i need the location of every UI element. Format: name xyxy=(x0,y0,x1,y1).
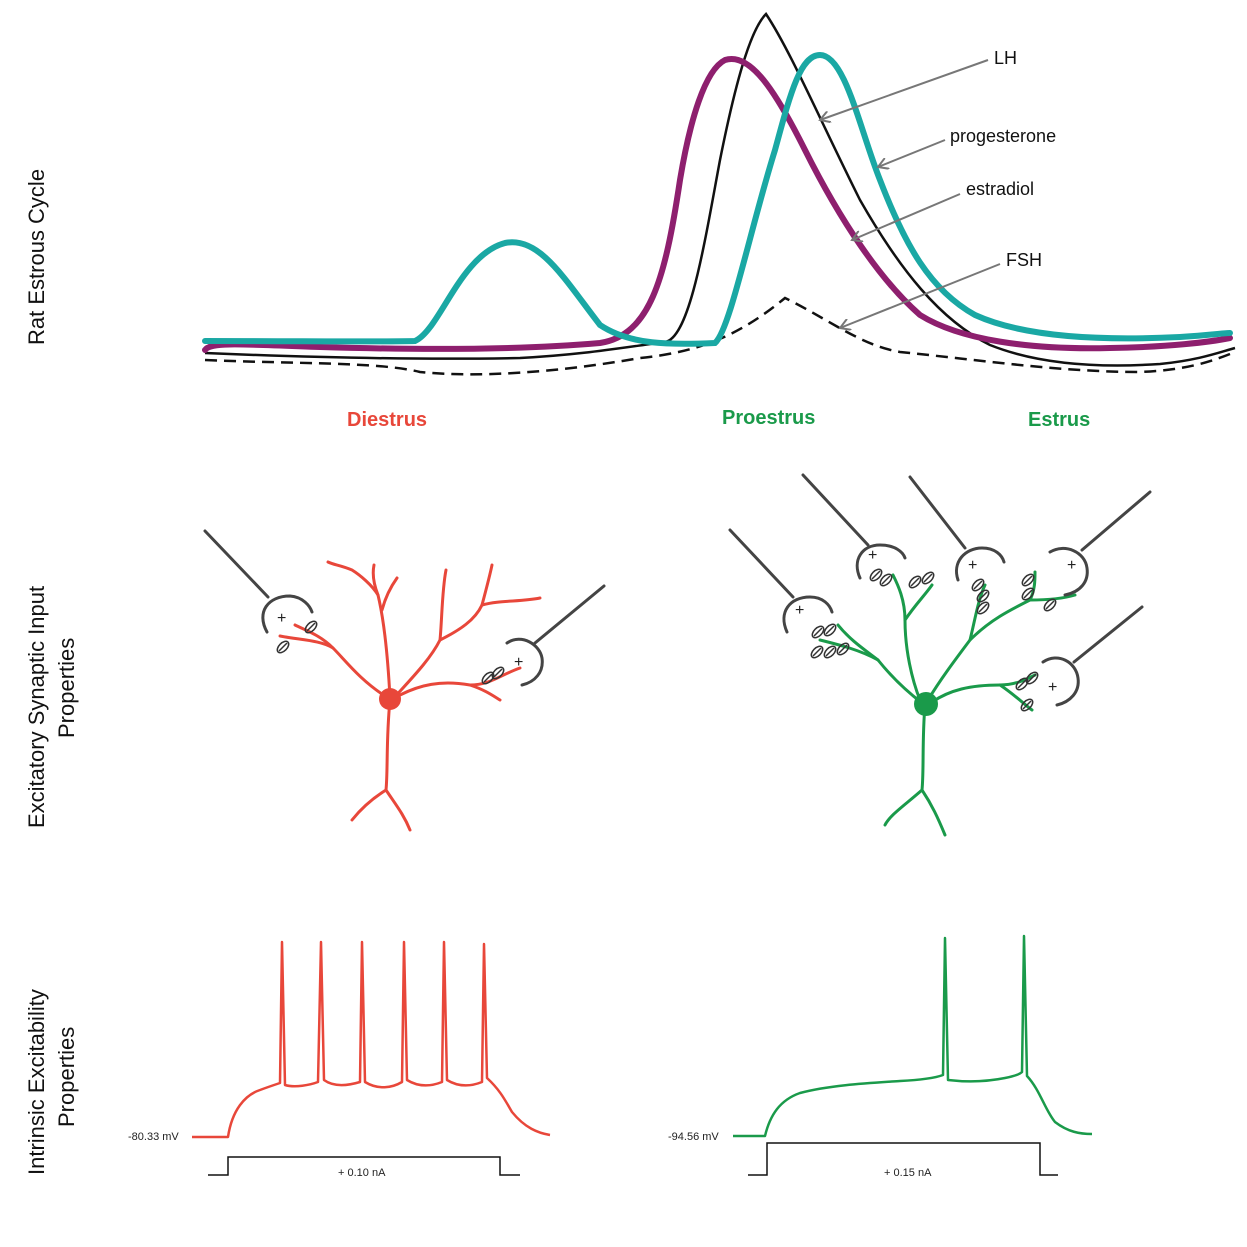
row-label-synaptic-1: Excitatory Synaptic Input xyxy=(24,586,49,828)
phase-diestrus: Diestrus xyxy=(347,409,427,431)
proestrus-synapse-plus-1: + xyxy=(795,602,804,619)
diestrus-soma xyxy=(379,688,401,710)
proestrus-soma xyxy=(914,692,938,716)
proestrus-voltage-trace xyxy=(733,934,1093,1138)
fsh-label: FSH xyxy=(1006,250,1042,270)
diestrus-vm-label: -80.33 mV xyxy=(128,1131,179,1143)
proestrus-neuron xyxy=(818,570,1077,837)
proestrus-electrodes xyxy=(728,473,1152,707)
diestrus-electrodes xyxy=(203,529,606,687)
estradiol-arrow xyxy=(852,193,961,240)
estradiol-curve xyxy=(202,55,1233,353)
proestrus-vm-label: -94.56 mV xyxy=(668,1131,719,1143)
row-label-excitability-1: Intrinsic Excitability xyxy=(24,989,49,1175)
fsh-arrow xyxy=(840,263,1001,328)
diestrus-voltage-trace xyxy=(192,940,551,1139)
proestrus-current-step xyxy=(748,1142,1058,1176)
diestrus-current-step xyxy=(208,1156,520,1176)
row-label-synaptic-2: Properties xyxy=(54,638,79,738)
phase-proestrus: Proestrus xyxy=(722,407,815,429)
progesterone-curve xyxy=(202,51,1233,347)
proestrus-synapse-plus-3: + xyxy=(968,557,977,574)
proestrus-synapses xyxy=(810,568,1057,712)
estradiol-label: estradiol xyxy=(966,179,1034,199)
lh-arrow xyxy=(820,59,989,120)
lh-label: LH xyxy=(994,48,1017,68)
diestrus-synapse-plus-2: + xyxy=(514,654,523,671)
fsh-curve xyxy=(204,296,1236,376)
row-label-estrous-cycle: Rat Estrous Cycle xyxy=(24,169,49,345)
diestrus-synapse-plus-1: + xyxy=(277,610,286,627)
progesterone-arrow xyxy=(878,139,946,167)
lh-curve xyxy=(204,12,1236,367)
proestrus-synapse-plus-2: + xyxy=(868,547,877,564)
hormone-labels: LH progesterone estradiol FSH xyxy=(820,48,1056,328)
diestrus-current-label: + 0.10 nA xyxy=(338,1167,386,1179)
hormone-curves xyxy=(202,12,1236,376)
diestrus-neuron xyxy=(278,560,542,832)
progesterone-label: progesterone xyxy=(950,126,1056,146)
proestrus-synapse-plus-5: + xyxy=(1048,679,1057,696)
proestrus-current-label: + 0.15 nA xyxy=(884,1167,932,1179)
proestrus-synapse-plus-4: + xyxy=(1067,557,1076,574)
row-label-excitability-2: Properties xyxy=(54,1027,79,1127)
diestrus-synapses xyxy=(276,620,505,685)
phase-estrus: Estrus xyxy=(1028,409,1090,431)
